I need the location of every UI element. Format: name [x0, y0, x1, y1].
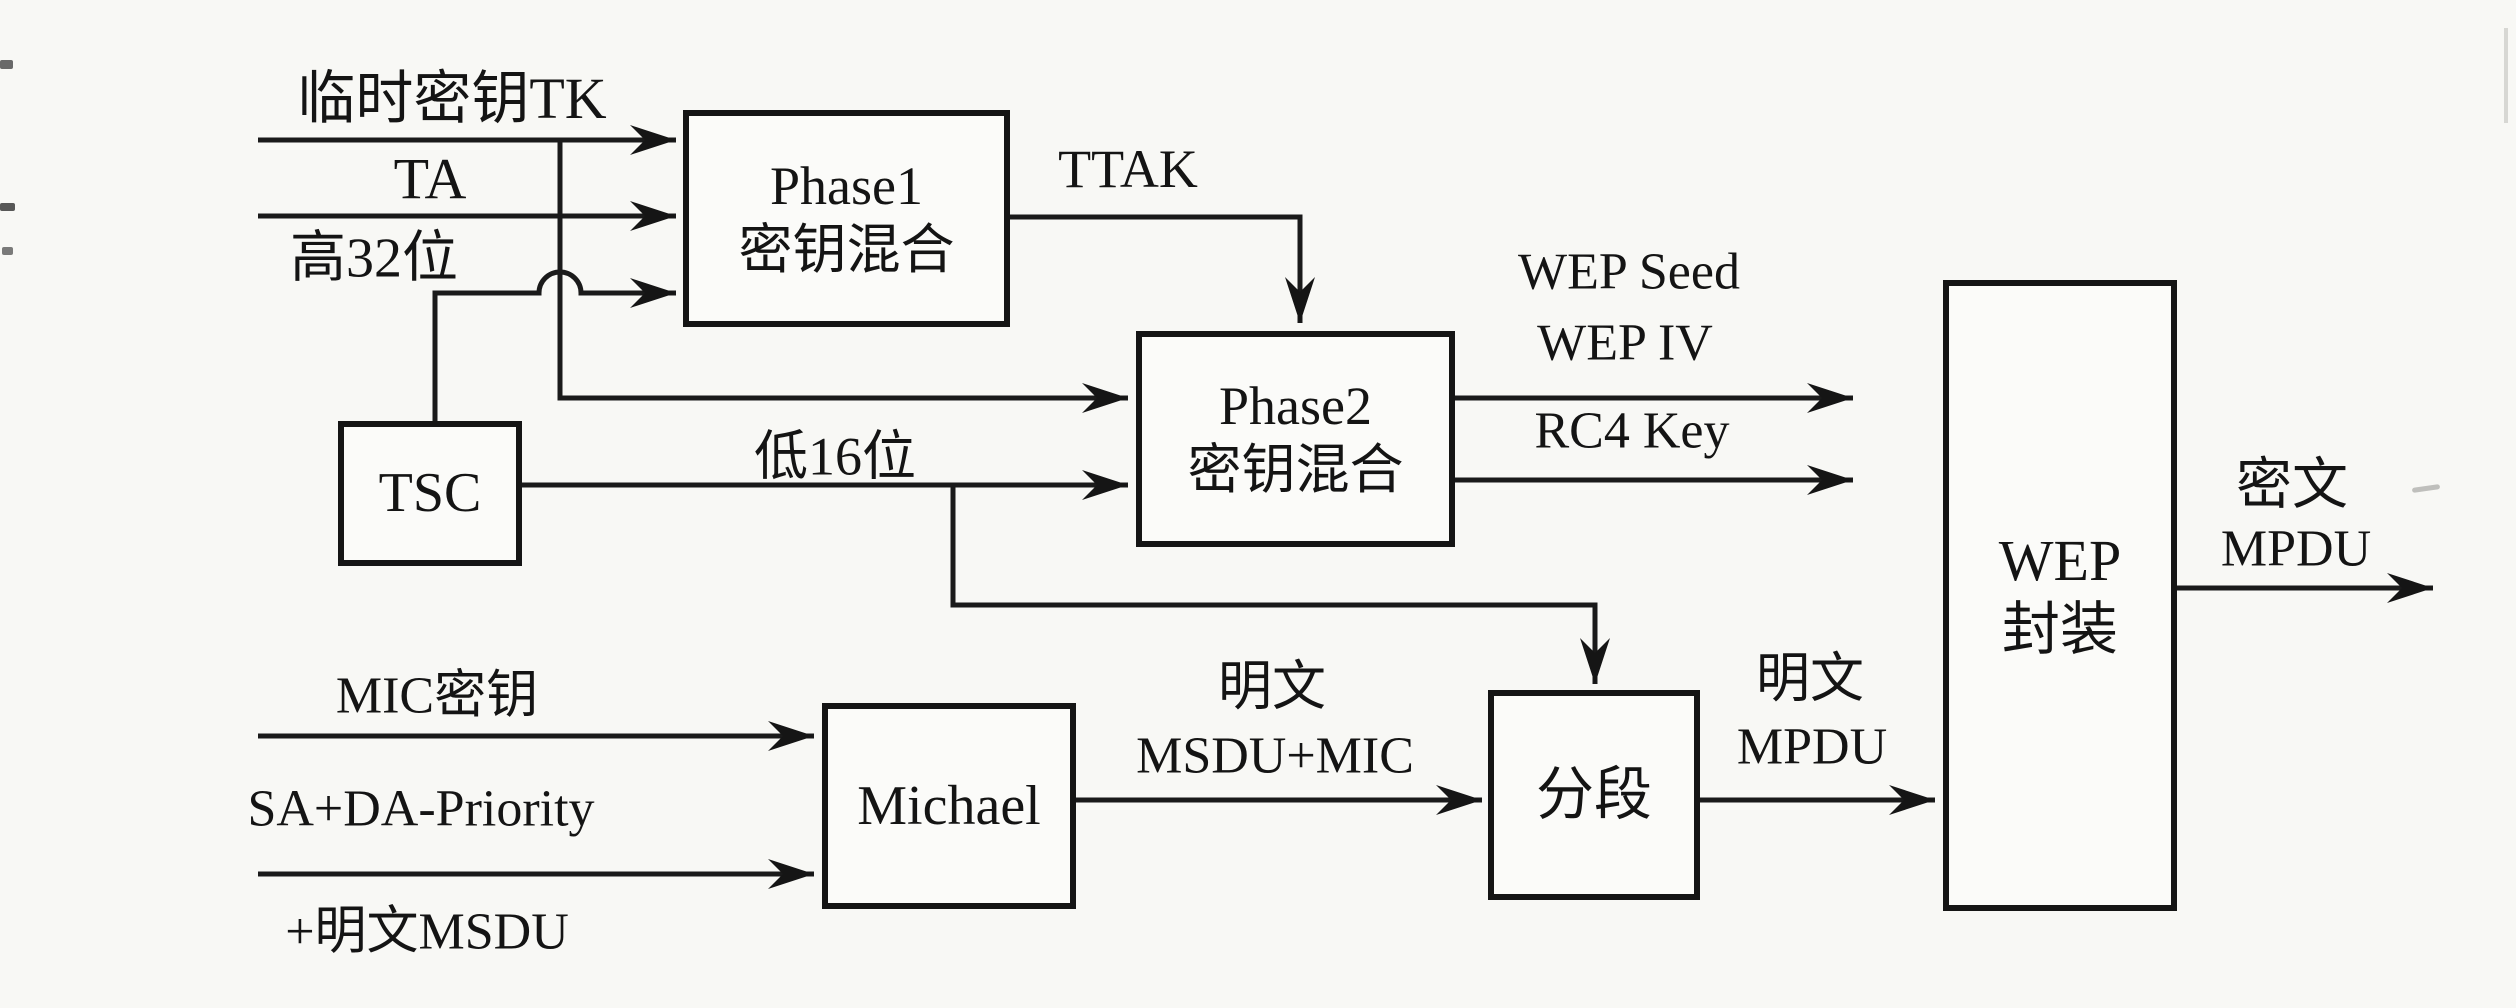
label-ta: TA	[393, 146, 467, 212]
phase2-box-line2: 密钥混合	[1187, 440, 1404, 500]
michael-box-label: Michael	[857, 774, 1041, 837]
label-cipher-mpdu-line2: MPDU	[2220, 520, 2372, 578]
label-plain-mpdu-line2: MPDU	[1736, 718, 1888, 776]
label-sa-da-priority: SA+DA-Priority	[247, 780, 595, 838]
label-rc4-key: RC4 Key	[1534, 402, 1730, 460]
arrow-ttak-into-phase2	[1010, 214, 1315, 323]
phase1-key-mixing-box: Phase1 密钥混合	[683, 110, 1010, 327]
label-cipher-mpdu-line1: 密文	[2236, 454, 2348, 517]
fragmentation-box: 分段	[1488, 690, 1700, 900]
label-plain-msdu-mic-line1: 明文	[1218, 656, 1326, 717]
michael-box: Michael	[822, 703, 1076, 909]
phase2-box-line1: Phase2	[1219, 376, 1372, 437]
label-ttak: TTAK	[1058, 139, 1198, 199]
wep-box-line1: WEP	[1998, 528, 2122, 594]
phase1-box-line2: 密钥混合	[738, 219, 955, 280]
tsc-box-label: TSC	[378, 462, 482, 525]
scan-edge-streak-artifact	[2504, 28, 2508, 123]
label-plus-plain-msdu: +明文MSDU	[285, 903, 569, 961]
label-high-32-bits: 高32位	[290, 227, 458, 290]
label-wep-iv: WEP IV	[1537, 314, 1713, 372]
fragmentation-box-label: 分段	[1535, 761, 1652, 827]
phase2-key-mixing-box: Phase2 密钥混合	[1136, 331, 1455, 547]
phase1-box-line1: Phase1	[770, 155, 923, 216]
label-temporal-key-tk: 临时密钥TK	[297, 66, 607, 131]
label-plain-mpdu-line1: 明文	[1756, 648, 1864, 709]
tsc-box: TSC	[338, 421, 522, 566]
scan-mark-artifact	[0, 60, 13, 69]
arrow-tsc-branch-into-fragment	[950, 485, 1610, 684]
arrow-tk-branch-into-phase2	[557, 140, 1128, 413]
label-low-16-bits: 低16位	[754, 426, 916, 487]
wep-box-line2: 封装	[2001, 596, 2118, 662]
label-wep-seed: WEP Seed	[1518, 243, 1740, 301]
scan-mark-artifact	[2, 247, 13, 255]
label-mic-key: MIC密钥	[335, 667, 539, 725]
label-plain-msdu-mic-line2: MSDU+MIC	[1136, 727, 1414, 785]
scan-mark-artifact	[0, 203, 15, 211]
wep-encapsulation-box: WEP 封装	[1943, 280, 2177, 911]
